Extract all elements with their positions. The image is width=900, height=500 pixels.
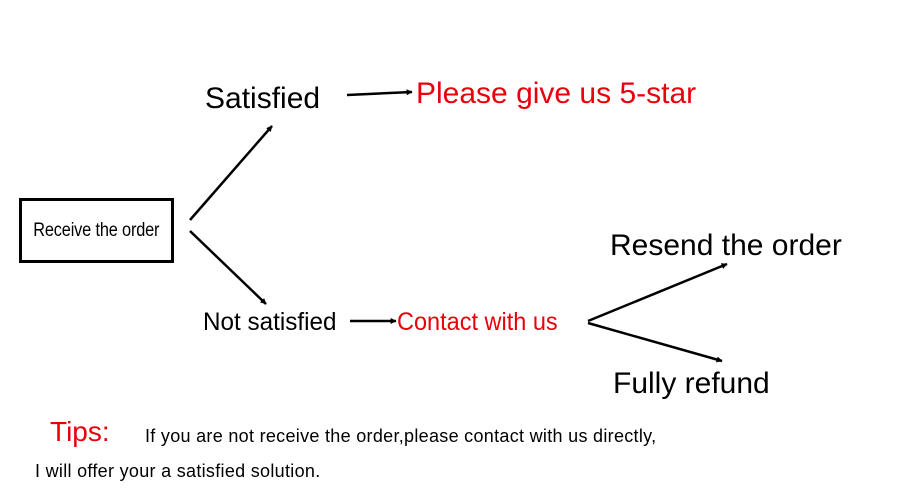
arrow-to-satisfied <box>189 125 273 221</box>
start-node-box: Receive the order <box>19 198 174 263</box>
arrow-to-resend <box>587 262 728 323</box>
tips-label: Tips: <box>50 416 110 447</box>
arrow-to-refund <box>587 321 723 363</box>
resend-order-option: Resend the order <box>610 229 842 262</box>
arrow-to-five-star <box>346 89 413 97</box>
contact-us-label: Contact with us <box>397 308 558 336</box>
start-node-label: Receive the order <box>33 219 160 241</box>
satisfied-label: Satisfied <box>205 82 321 115</box>
tips-line-1: If you are not receive the order,please … <box>145 426 657 446</box>
arrow-to-not-satisfied <box>189 230 267 305</box>
tips-line-2: I will offer your a satisfied solution. <box>35 461 321 481</box>
fully-refund-option: Fully refund <box>613 367 770 400</box>
not-satisfied-label: Not satisfied <box>203 308 337 336</box>
five-star-request: Please give us 5-star <box>416 77 697 110</box>
